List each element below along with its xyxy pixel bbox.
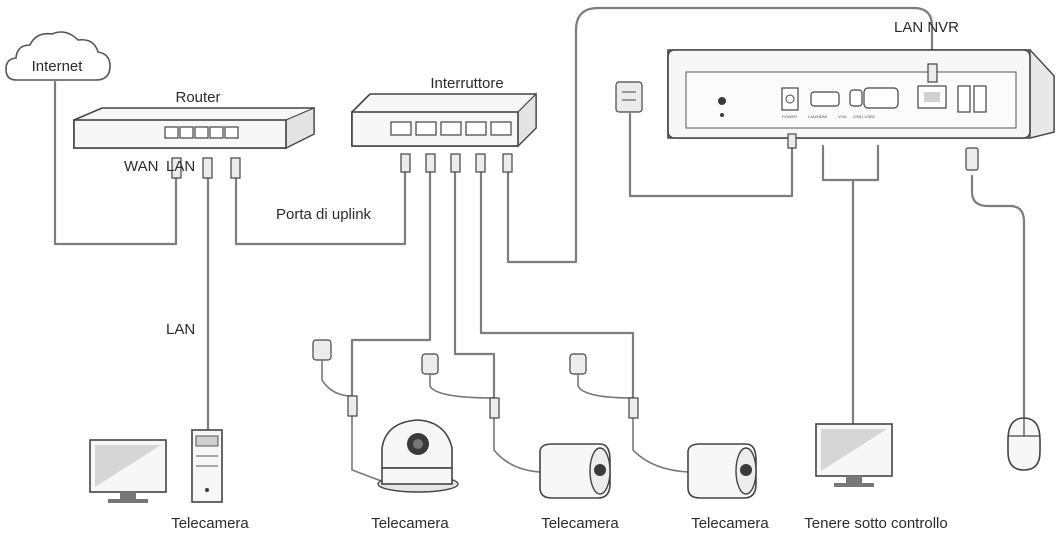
cable-switch-camera-bullet2 (479, 170, 635, 400)
nvr-lan-port-label: LAN/HDMI (808, 114, 827, 119)
pc-lan-label: LAN (166, 321, 195, 338)
dome-power-adapter-icon (312, 339, 332, 361)
cable-nvr-monitor (821, 144, 880, 182)
pc-camera-label: Telecamera (171, 515, 249, 532)
cable-nvr-power (628, 112, 794, 198)
monitor: Tenere sotto controllo (804, 423, 948, 532)
nvr: POWER LAN/HDMI VGA USB1 USB2 LAN NVR (667, 19, 1055, 139)
nvr-usb-port-label: USB1 USB2 (853, 114, 876, 119)
power-adapter-icon (615, 81, 643, 113)
pc-workstation: LAN Telecamera (89, 321, 249, 532)
bullet-camera-1: Telecamera (421, 353, 619, 532)
bullet-camera-2: Telecamera (569, 353, 769, 532)
bullet-camera-1-label: Telecamera (541, 515, 619, 532)
cable-switch-nvr (506, 6, 934, 264)
cable-router-switch-uplink (234, 170, 407, 246)
nvr-vga-port-label: VGA (838, 114, 847, 119)
cable-internet-router (53, 80, 178, 246)
bullet2-power-adapter-icon (569, 353, 587, 375)
switch-label: Interruttore (430, 75, 503, 92)
dome-camera: Telecamera (312, 339, 459, 532)
cable-switch-camera-dome (350, 170, 432, 398)
router: Router WAN LAN (73, 89, 315, 179)
cables (53, 6, 1026, 434)
cable-switch-camera-bullet1 (453, 170, 496, 400)
mouse-icon (1007, 417, 1041, 471)
cloud-icon (5, 31, 111, 81)
internet-label: Internet (32, 58, 84, 75)
lan-nvr-label: LAN NVR (894, 19, 959, 36)
usb-mouse (965, 147, 1041, 471)
power-adapter (615, 81, 797, 149)
internet-cloud: Internet (5, 31, 111, 81)
wan-port-label: WAN (124, 158, 158, 175)
monitor-label: Tenere sotto controllo (804, 515, 947, 532)
usb-plug-icon (965, 147, 979, 171)
cable-nvr-mouse (970, 174, 1026, 420)
nvr-power-port-label: POWER (782, 114, 797, 119)
bullet1-power-adapter-icon (421, 353, 439, 375)
switch: Interruttore Porta di uplink (276, 75, 537, 223)
dome-camera-label: Telecamera (371, 515, 449, 532)
router-label: Router (175, 89, 220, 106)
router-lan-port-label: LAN (166, 158, 195, 175)
bullet-camera-2-label: Telecamera (691, 515, 769, 532)
uplink-port-label: Porta di uplink (276, 206, 372, 223)
